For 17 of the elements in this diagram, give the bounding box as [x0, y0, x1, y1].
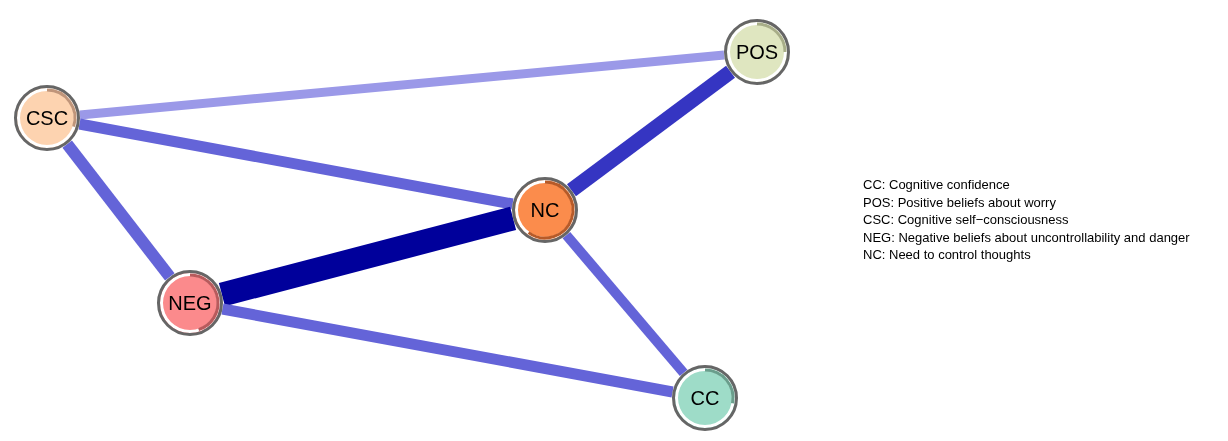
- edge-line: [218, 206, 517, 307]
- edge-line: [221, 303, 674, 398]
- node-label: NEG: [168, 293, 212, 313]
- edge-line: [62, 140, 175, 281]
- node-label: CC: [690, 388, 720, 408]
- edge-line: [566, 65, 736, 197]
- node-label: CSC: [25, 108, 69, 128]
- legend-text: POS: Positive beliefs about worry: [863, 193, 1057, 211]
- legend-text: CC: Cognitive confidence: [863, 176, 1011, 194]
- edge-line: [79, 50, 725, 120]
- edge-line: [562, 231, 688, 377]
- legend-text: NC: Need to control thoughts: [863, 246, 1032, 264]
- legend-text: CSC: Cognitive self−consciousness: [863, 211, 1070, 229]
- node-label: NC: [530, 200, 560, 220]
- node-label: POS: [735, 42, 779, 62]
- edge-line: [78, 118, 514, 210]
- legend-text: NEG: Negative beliefs about uncontrollability and danger: [863, 228, 1190, 246]
